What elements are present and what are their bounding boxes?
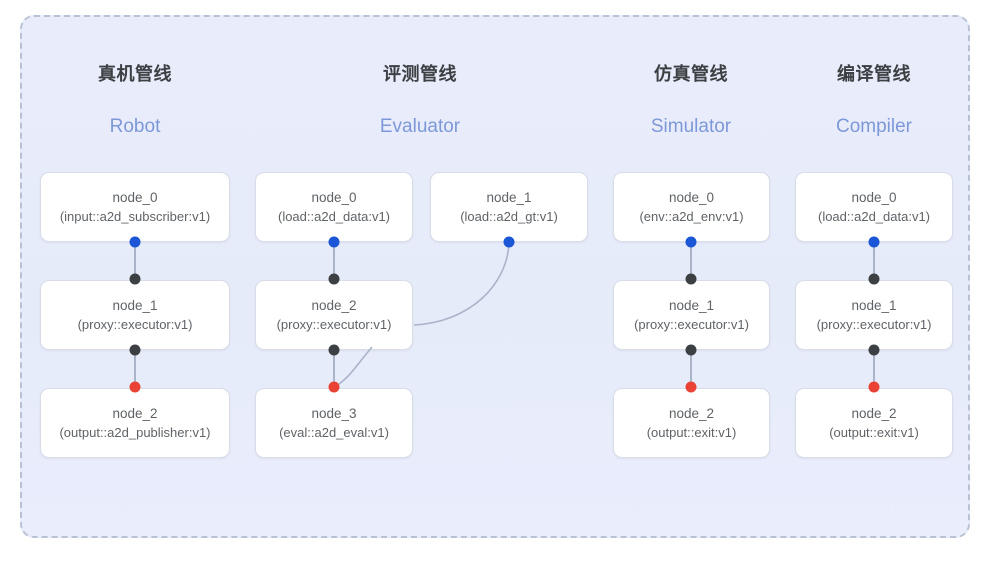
node-name: node_1	[112, 298, 158, 313]
node-name: node_1	[668, 298, 715, 313]
node-spec: (output::exit:v1)	[829, 425, 919, 440]
port-input-robot-2[interactable]	[129, 381, 141, 393]
port-output-robot-1[interactable]	[129, 344, 141, 356]
port-output-robot-0[interactable]	[129, 236, 141, 248]
node-simulator-2[interactable]: node_2 (output::exit:v1)	[613, 388, 770, 458]
node-name: node_2	[112, 406, 158, 421]
node-spec: (proxy::executor:v1)	[276, 317, 392, 332]
node-name: node_0	[112, 190, 158, 205]
diagram-dashed-frame	[20, 15, 970, 538]
node-evaluator-3[interactable]: node_3 (eval::a2d_eval:v1)	[255, 388, 413, 458]
node-spec: (proxy::executor:v1)	[816, 317, 932, 332]
node-spec: (load::a2d_data:v1)	[277, 209, 391, 224]
port-input-simulator-1[interactable]	[685, 273, 697, 285]
node-compiler-1[interactable]: node_1 (proxy::executor:v1)	[795, 280, 953, 350]
edge-simulator-1-to-2	[690, 350, 692, 387]
node-spec: (proxy::executor:v1)	[634, 317, 749, 332]
node-spec: (input::a2d_subscriber:v1)	[59, 209, 211, 224]
node-simulator-0[interactable]: node_0 (env::a2d_env:v1)	[613, 172, 770, 242]
edge-evaluator-0-to-2	[333, 242, 335, 279]
node-compiler-2[interactable]: node_2 (output::exit:v1)	[795, 388, 953, 458]
node-spec: (load::a2d_gt:v1)	[460, 209, 558, 224]
node-robot-0[interactable]: node_0 (input::a2d_subscriber:v1)	[40, 172, 230, 242]
edge-simulator-0-to-1	[690, 242, 692, 279]
node-spec: (load::a2d_data:v1)	[817, 209, 931, 224]
node-spec: (output::exit:v1)	[646, 425, 737, 440]
port-output-evaluator-2[interactable]	[328, 344, 340, 356]
node-name: node_2	[851, 406, 897, 421]
node-name: node_0	[311, 190, 357, 205]
node-evaluator-0[interactable]: node_0 (load::a2d_data:v1)	[255, 172, 413, 242]
port-output-compiler-0[interactable]	[868, 236, 880, 248]
edge-robot-1-to-2	[134, 350, 136, 387]
edge-compiler-1-to-2	[873, 350, 875, 387]
node-evaluator-2[interactable]: node_2 (proxy::executor:v1)	[255, 280, 413, 350]
port-input-evaluator-2[interactable]	[328, 273, 340, 285]
port-output-simulator-0[interactable]	[685, 236, 697, 248]
edge-robot-0-to-1	[134, 242, 136, 279]
node-name: node_1	[851, 298, 897, 313]
port-input-evaluator-3[interactable]	[328, 381, 340, 393]
port-output-evaluator-1[interactable]	[503, 236, 515, 248]
node-name: node_1	[486, 190, 532, 205]
port-input-compiler-1[interactable]	[868, 273, 880, 285]
node-robot-2[interactable]: node_2 (output::a2d_publisher:v1)	[40, 388, 230, 458]
port-output-simulator-1[interactable]	[685, 344, 697, 356]
node-name: node_0	[668, 190, 715, 205]
node-name: node_0	[851, 190, 897, 205]
node-name: node_2	[668, 406, 715, 421]
node-name: node_3	[311, 406, 357, 421]
node-compiler-0[interactable]: node_0 (load::a2d_data:v1)	[795, 172, 953, 242]
node-evaluator-1[interactable]: node_1 (load::a2d_gt:v1)	[430, 172, 588, 242]
node-spec: (proxy::executor:v1)	[77, 317, 193, 332]
node-name: node_2	[311, 298, 357, 313]
node-spec: (output::a2d_publisher:v1)	[59, 425, 211, 440]
port-input-compiler-2[interactable]	[868, 381, 880, 393]
node-spec: (eval::a2d_eval:v1)	[279, 425, 389, 440]
node-simulator-1[interactable]: node_1 (proxy::executor:v1)	[613, 280, 770, 350]
diagram-surface	[22, 17, 968, 536]
edge-evaluator-2-to-3	[333, 350, 335, 387]
edge-compiler-0-to-1	[873, 242, 875, 279]
port-input-simulator-2[interactable]	[685, 381, 697, 393]
port-output-evaluator-0[interactable]	[328, 236, 340, 248]
port-output-compiler-1[interactable]	[868, 344, 880, 356]
node-spec: (env::a2d_env:v1)	[639, 209, 744, 224]
node-robot-1[interactable]: node_1 (proxy::executor:v1)	[40, 280, 230, 350]
port-input-robot-1[interactable]	[129, 273, 141, 285]
